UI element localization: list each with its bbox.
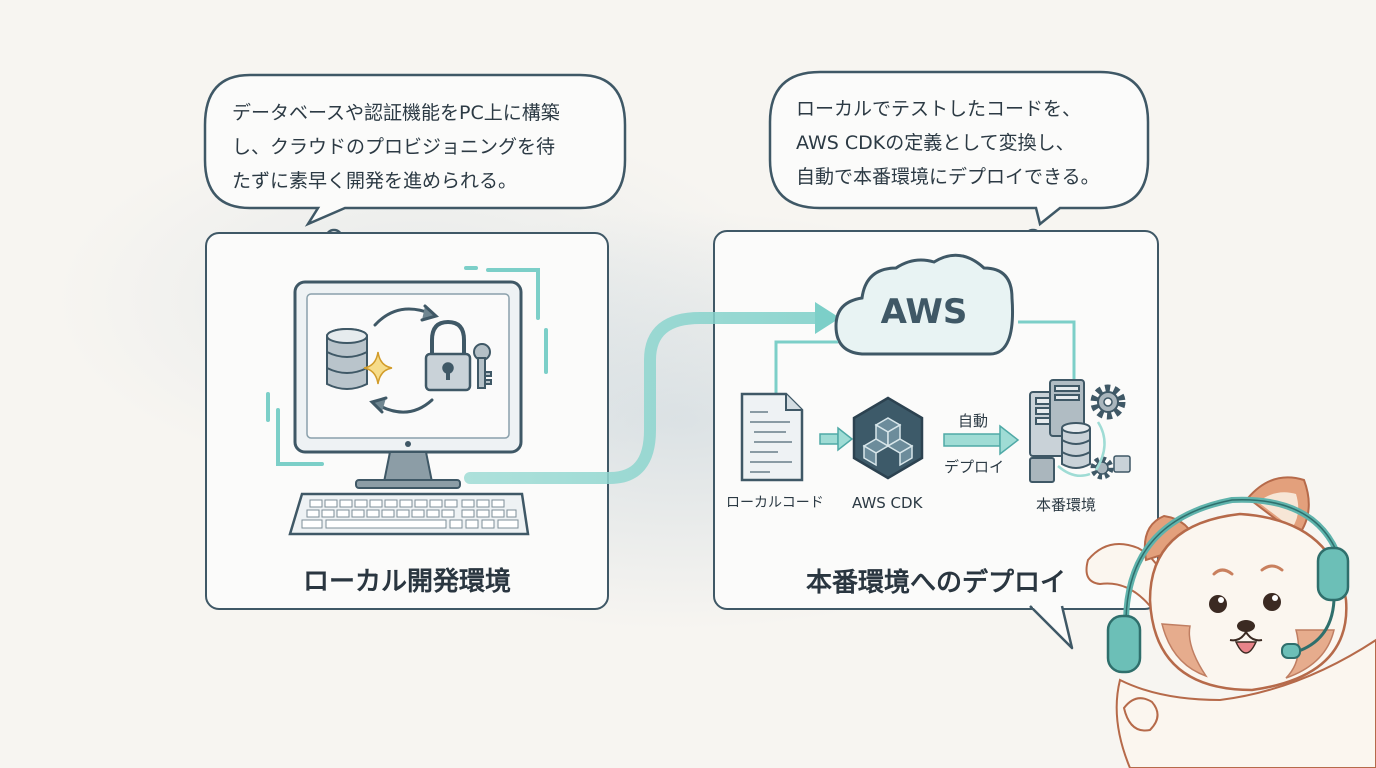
local-panel-title: ローカル開発環境 — [302, 567, 511, 597]
cloud-connectors — [774, 320, 1076, 408]
padlock-icon — [424, 319, 472, 392]
speech-left-text: データベースや認証機能をPC上に構築 し、クラウドのプロビジョニングを待 たずに… — [232, 96, 560, 198]
speech-left-line: データベースや認証機能をPC上に構築 — [232, 102, 560, 124]
auto-label: 自動 — [958, 412, 989, 430]
server-icon — [1029, 379, 1085, 483]
document-icon — [740, 392, 804, 482]
prod-label: 本番環境 — [1036, 496, 1097, 514]
deploy-label: デプロイ — [944, 458, 1005, 476]
speech-right-line: AWS CDKの定義として変換し、 — [796, 132, 1075, 154]
keyboard-icon — [288, 492, 530, 536]
speech-right-line: ローカルでテストしたコードを、 — [796, 98, 1082, 120]
local-code-label: ローカルコード — [726, 495, 824, 511]
cdk-hexagon-icon — [852, 396, 924, 480]
headset-icon — [1106, 496, 1350, 674]
key-icon — [473, 343, 492, 389]
deploy-arrow — [943, 424, 1020, 456]
deploy-panel-title: 本番環境へのデプロイ — [805, 568, 1066, 598]
aws-cloud-label: AWS — [880, 292, 968, 332]
small-gear-icon — [1090, 455, 1131, 480]
prod-database-icon — [1061, 422, 1091, 469]
gear-icon — [1090, 384, 1126, 420]
arrow-to-cdk — [819, 426, 854, 452]
monitor-brackets — [266, 266, 548, 466]
flow-arrow — [464, 302, 840, 484]
cdk-label: AWS CDK — [852, 494, 923, 512]
speech-right-line: 自動で本番環境にデプロイできる。 — [796, 166, 1100, 188]
speech-right-text: ローカルでテストしたコードを、 AWS CDKの定義として変換し、 自動で本番環… — [796, 92, 1100, 194]
speech-left-line: たずに素早く開発を進められる。 — [232, 170, 518, 192]
speech-left-line: し、クラウドのプロビジョニングを待 — [232, 136, 556, 158]
database-icon — [326, 328, 368, 390]
server-glow-lines — [1057, 421, 1106, 477]
sparkle-icon — [363, 351, 393, 385]
sync-arrows-icon — [369, 304, 440, 414]
aws-cloud-icon — [834, 253, 1015, 356]
